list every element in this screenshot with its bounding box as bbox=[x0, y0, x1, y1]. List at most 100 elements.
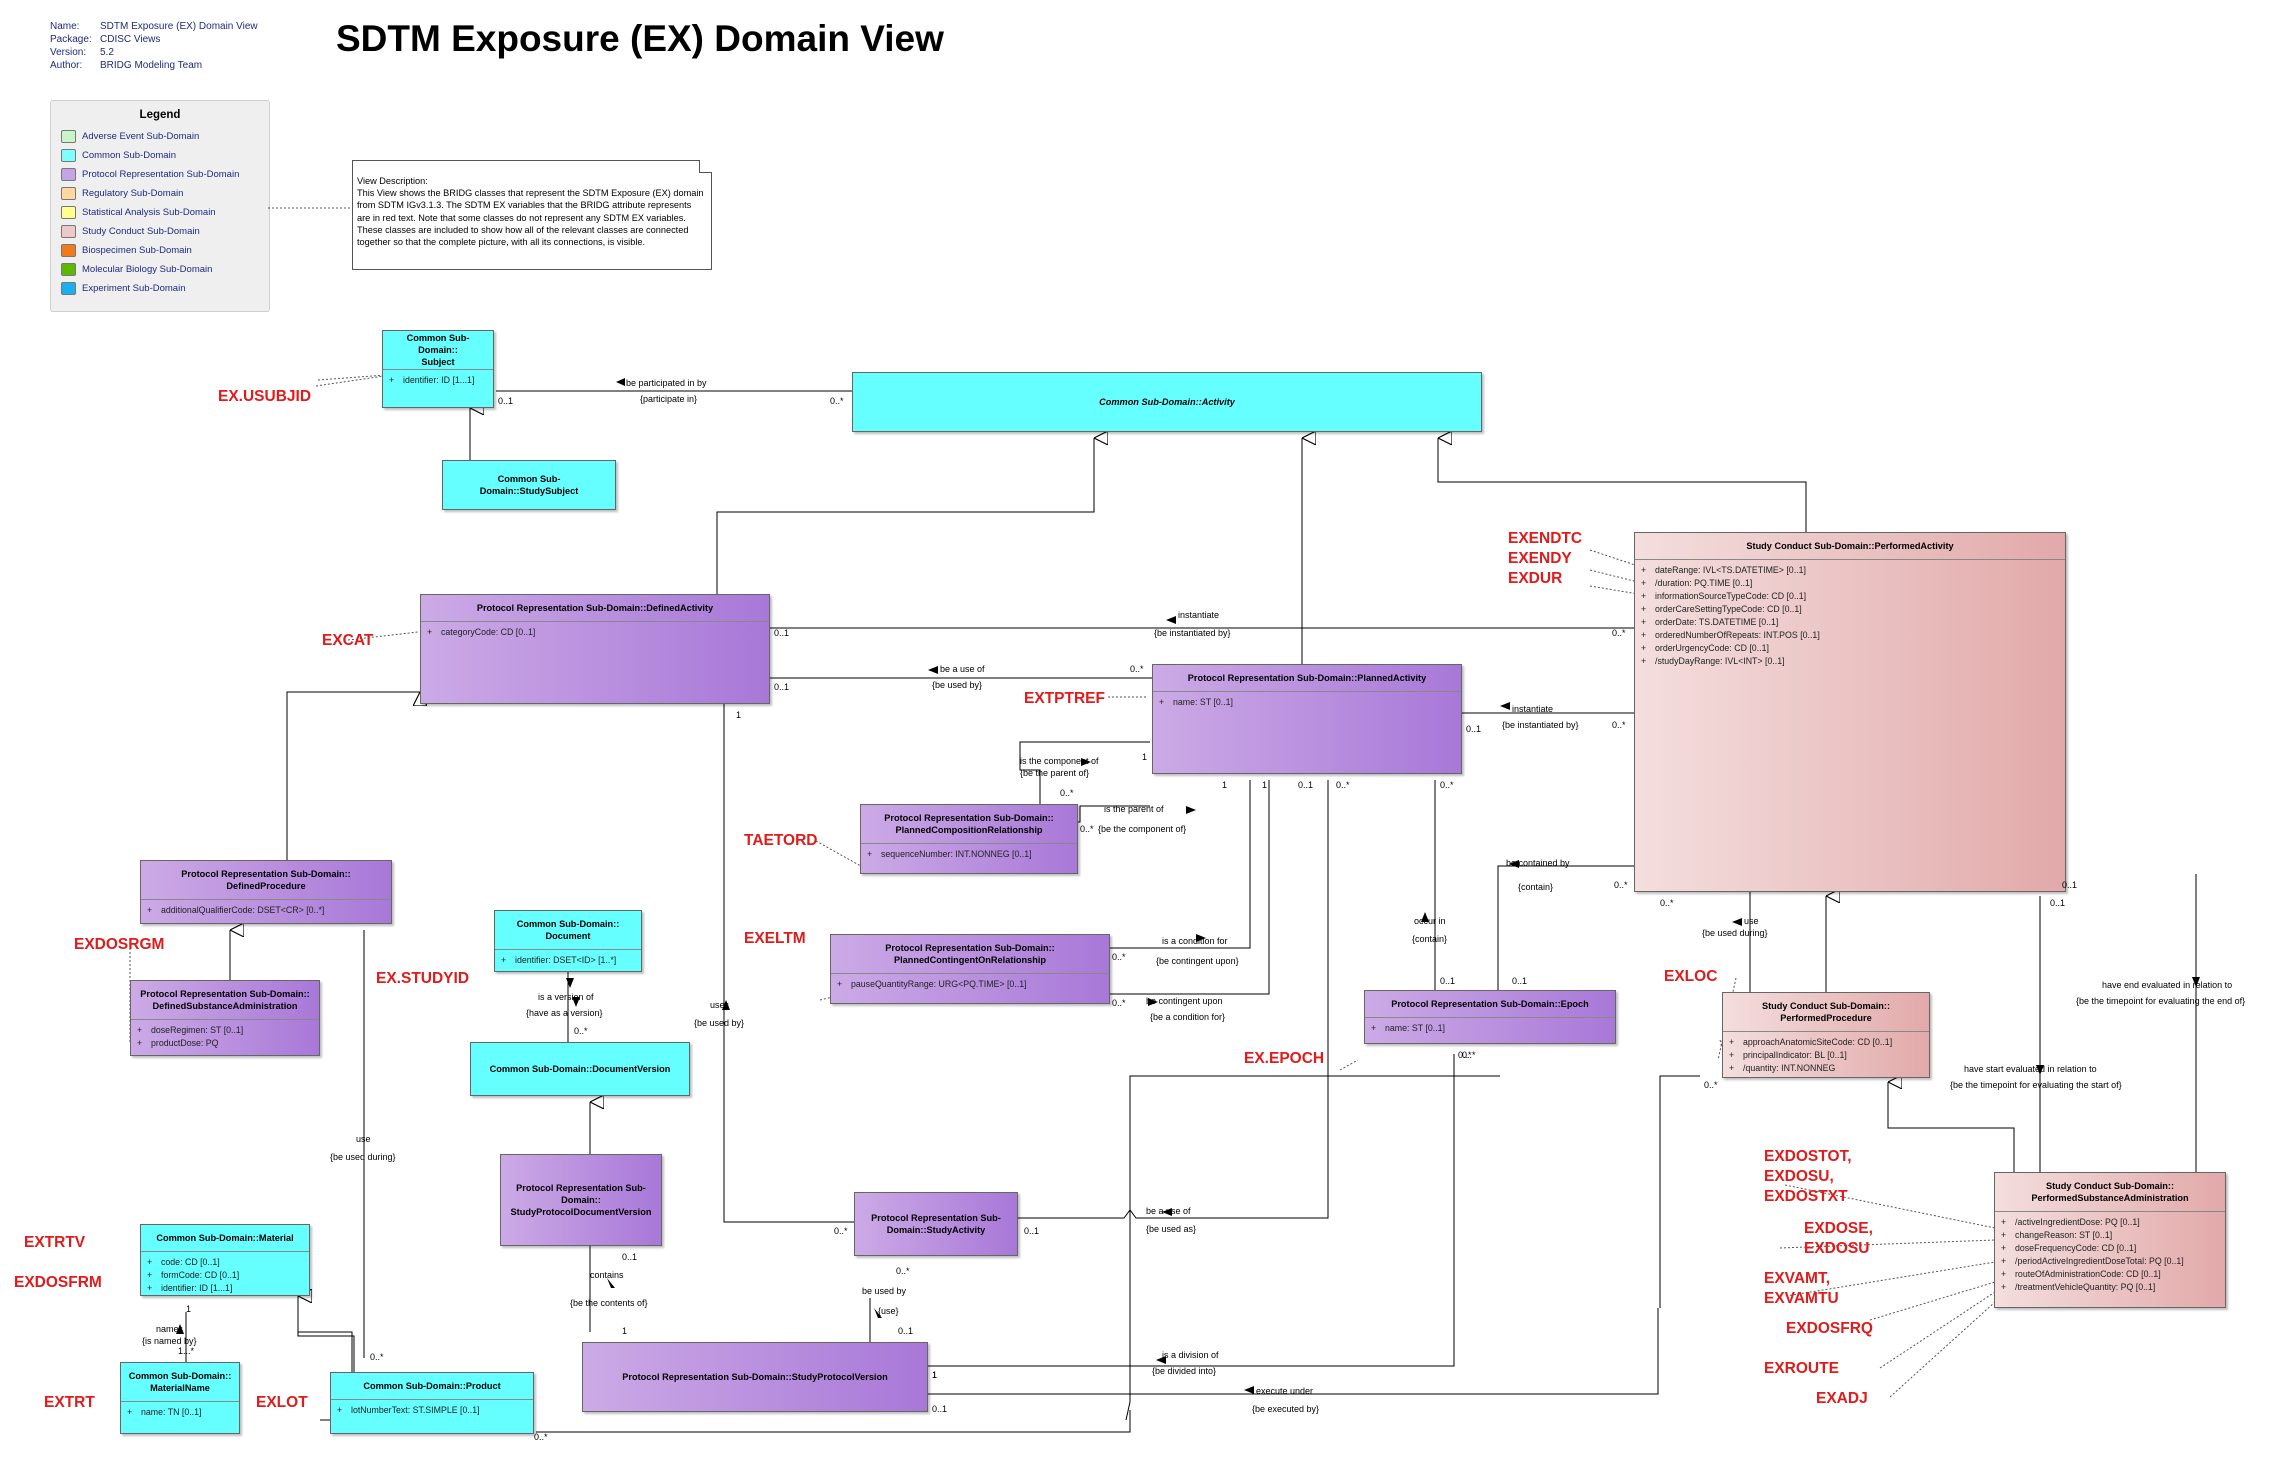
class-defined-procedure[interactable]: Protocol Representation Sub-Domain:: Def… bbox=[140, 860, 392, 924]
mult: 0..* bbox=[1462, 1050, 1476, 1060]
mult: 0..* bbox=[534, 1432, 548, 1442]
attribute-text: orderCareSettingTypeCode: CD [0..1] bbox=[1655, 604, 1802, 614]
assoc-used-as: {be used as} bbox=[1146, 1224, 1197, 1234]
public-visibility-icon: + bbox=[2001, 1217, 2007, 1227]
sdtm-extrtv: EXTRTV bbox=[24, 1234, 86, 1251]
attribute-text: /periodActiveIngredientDoseTotal: PQ [0.… bbox=[2015, 1256, 2184, 1266]
attribute-text: code: CD [0..1] bbox=[161, 1257, 220, 1267]
class-attribute: +name: ST [0..1] bbox=[1371, 1022, 1609, 1035]
attribute-text: sequenceNumber: INT.NONNEG [0..1] bbox=[881, 849, 1032, 859]
class-activity[interactable]: Common Sub-Domain::Activity bbox=[852, 372, 1482, 432]
diagram-package: CDISC Views bbox=[100, 34, 161, 45]
legend-swatch bbox=[61, 168, 76, 181]
class-epoch[interactable]: Protocol Representation Sub-Domain::Epoc… bbox=[1364, 990, 1616, 1044]
mult: 1 bbox=[932, 1370, 938, 1380]
class-study-protocol-document-version[interactable]: Protocol Representation Sub- Domain:: St… bbox=[500, 1154, 662, 1246]
sdtm-exdosfrq: EXDOSFRQ bbox=[1786, 1320, 1873, 1337]
public-visibility-icon: + bbox=[1641, 565, 1647, 575]
legend-item: Experiment Sub-Domain bbox=[51, 279, 269, 298]
class-product[interactable]: Common Sub-Domain::Product+lotNumberText… bbox=[330, 1372, 534, 1434]
class-performed-activity[interactable]: Study Conduct Sub-Domain::PerformedActiv… bbox=[1634, 532, 2066, 892]
class-material-name[interactable]: Common Sub-Domain:: MaterialName+name: T… bbox=[120, 1362, 240, 1434]
class-study-protocol-version[interactable]: Protocol Representation Sub-Domain::Stud… bbox=[582, 1342, 928, 1412]
mult: 0..* bbox=[1660, 898, 1674, 908]
mult: 0..* bbox=[574, 1026, 588, 1036]
public-visibility-icon: + bbox=[137, 1038, 143, 1048]
class-name: Common Sub-Domain::Activity bbox=[1099, 397, 1235, 407]
public-visibility-icon: + bbox=[1159, 697, 1165, 707]
mult: 0..1 bbox=[774, 682, 790, 692]
mult: 0..1 bbox=[898, 1326, 914, 1336]
sdtm-exendtc: EXENDTC bbox=[1508, 530, 1583, 547]
attribute-text: orderedNumberOfRepeats: INT.POS [0..1] bbox=[1655, 630, 1820, 640]
attribute-text: name: ST [0..1] bbox=[1173, 697, 1233, 707]
class-study-subject[interactable]: Common Sub-Domain::StudySubject bbox=[442, 460, 616, 510]
assoc-have-version: {have as a version} bbox=[526, 1008, 603, 1018]
class-planned-contingent-relationship[interactable]: Protocol Representation Sub-Domain:: Pla… bbox=[830, 934, 1110, 1004]
class-planned-composition-relationship[interactable]: Protocol Representation Sub-Domain:: Pla… bbox=[860, 804, 1078, 874]
legend-swatch bbox=[61, 263, 76, 276]
class-attributes: +doseRegimen: ST [0..1]+productDose: PQ bbox=[131, 1019, 319, 1054]
sdtm-exdosfrm: EXDOSFRM bbox=[14, 1274, 102, 1291]
attribute-text: routeOfAdministrationCode: CD [0..1] bbox=[2015, 1269, 2161, 1279]
class-subject[interactable]: Common Sub-Domain:: Subject+identifier: … bbox=[382, 330, 494, 408]
attribute-text: dateRange: IVL<TS.DATETIME> [0..1] bbox=[1655, 565, 1806, 575]
version-key: Version: bbox=[50, 47, 87, 58]
mult: 0..* bbox=[896, 1266, 910, 1276]
class-study-activity[interactable]: Protocol Representation Sub- Domain::Stu… bbox=[854, 1192, 1018, 1256]
class-name: Protocol Representation Sub-Domain:: Def… bbox=[140, 989, 310, 1011]
assoc-instantiated-2: {be instantiated by} bbox=[1502, 720, 1579, 730]
class-name: Common Sub-Domain:: Document bbox=[516, 919, 620, 941]
public-visibility-icon: + bbox=[2001, 1243, 2007, 1253]
class-attribute: +productDose: PQ bbox=[137, 1037, 313, 1050]
public-visibility-icon: + bbox=[837, 979, 843, 989]
public-visibility-icon: + bbox=[1641, 578, 1647, 588]
class-name: Protocol Representation Sub- Domain::Stu… bbox=[871, 1213, 1001, 1235]
legend-item-label: Regulatory Sub-Domain bbox=[82, 188, 184, 199]
class-document[interactable]: Common Sub-Domain:: Document+identifier:… bbox=[494, 910, 642, 972]
sdtm-exdur: EXDUR bbox=[1508, 570, 1563, 587]
public-visibility-icon: + bbox=[501, 955, 507, 965]
attribute-text: formCode: CD [0..1] bbox=[161, 1270, 240, 1280]
mult: 0..* bbox=[1614, 880, 1628, 890]
legend-item-label: Statistical Analysis Sub-Domain bbox=[82, 207, 216, 218]
sdtm-exvamt: EXVAMT, bbox=[1764, 1270, 1831, 1287]
class-attribute: +code: CD [0..1] bbox=[147, 1256, 303, 1269]
class-attribute: +/duration: PQ.TIME [0..1] bbox=[1641, 577, 2059, 590]
sdtm-exdostxt: EXDOSTXT bbox=[1764, 1188, 1848, 1205]
legend-swatch bbox=[61, 282, 76, 295]
sdtm-exdostot: EXDOSTOT, bbox=[1764, 1148, 1852, 1165]
class-attribute: +lotNumberText: ST.SIMPLE [0..1] bbox=[337, 1404, 527, 1417]
class-attributes: + name: ST [0..1] bbox=[1153, 691, 1461, 713]
class-document-version[interactable]: Common Sub-Domain::DocumentVersion bbox=[470, 1042, 690, 1096]
sdtm-exeltm: EXELTM bbox=[744, 930, 806, 947]
sdtm-exdosu-1: EXDOSU, bbox=[1764, 1168, 1834, 1185]
assoc-uses: uses bbox=[710, 1000, 730, 1010]
sdtm-epoch: EX.EPOCH bbox=[1244, 1050, 1325, 1067]
class-defined-activity[interactable]: Protocol Representation Sub-Domain::Defi… bbox=[420, 594, 770, 704]
legend-item: Study Conduct Sub-Domain bbox=[51, 222, 269, 241]
class-performed-substance-administration[interactable]: Study Conduct Sub-Domain:: PerformedSubs… bbox=[1994, 1172, 2226, 1308]
assoc-instantiate-1: instantiate bbox=[1178, 610, 1220, 620]
class-material[interactable]: Common Sub-Domain::Material+code: CD [0.… bbox=[140, 1224, 310, 1296]
mult: 0..* bbox=[1336, 780, 1350, 790]
mult: 0..1 bbox=[1024, 1226, 1040, 1236]
attribute-text: /studyDayRange: IVL<INT> [0..1] bbox=[1655, 656, 1785, 666]
public-visibility-icon: + bbox=[147, 1270, 153, 1280]
assoc-use-2: use bbox=[356, 1134, 371, 1144]
legend-swatch bbox=[61, 225, 76, 238]
assoc-contain-2: {contain} bbox=[1412, 934, 1448, 944]
public-visibility-icon: + bbox=[1641, 604, 1647, 614]
class-planned-activity[interactable]: Protocol Representation Sub-Domain::Plan… bbox=[1152, 664, 1462, 774]
class-name: Common Sub-Domain::StudySubject bbox=[479, 474, 579, 496]
class-attribute: +categoryCode: CD [0..1] bbox=[427, 626, 763, 639]
class-performed-procedure[interactable]: Study Conduct Sub-Domain:: PerformedProc… bbox=[1722, 992, 1930, 1078]
mult: 1 bbox=[622, 1326, 628, 1336]
public-visibility-icon: + bbox=[1641, 617, 1647, 627]
mult: 0..1 bbox=[2062, 880, 2078, 890]
class-defined-substance-administration[interactable]: Protocol Representation Sub-Domain:: Def… bbox=[130, 980, 320, 1056]
class-attribute: +principalIndicator: BL [0..1] bbox=[1729, 1049, 1923, 1062]
class-name: Protocol Representation Sub-Domain::Epoc… bbox=[1391, 999, 1589, 1009]
